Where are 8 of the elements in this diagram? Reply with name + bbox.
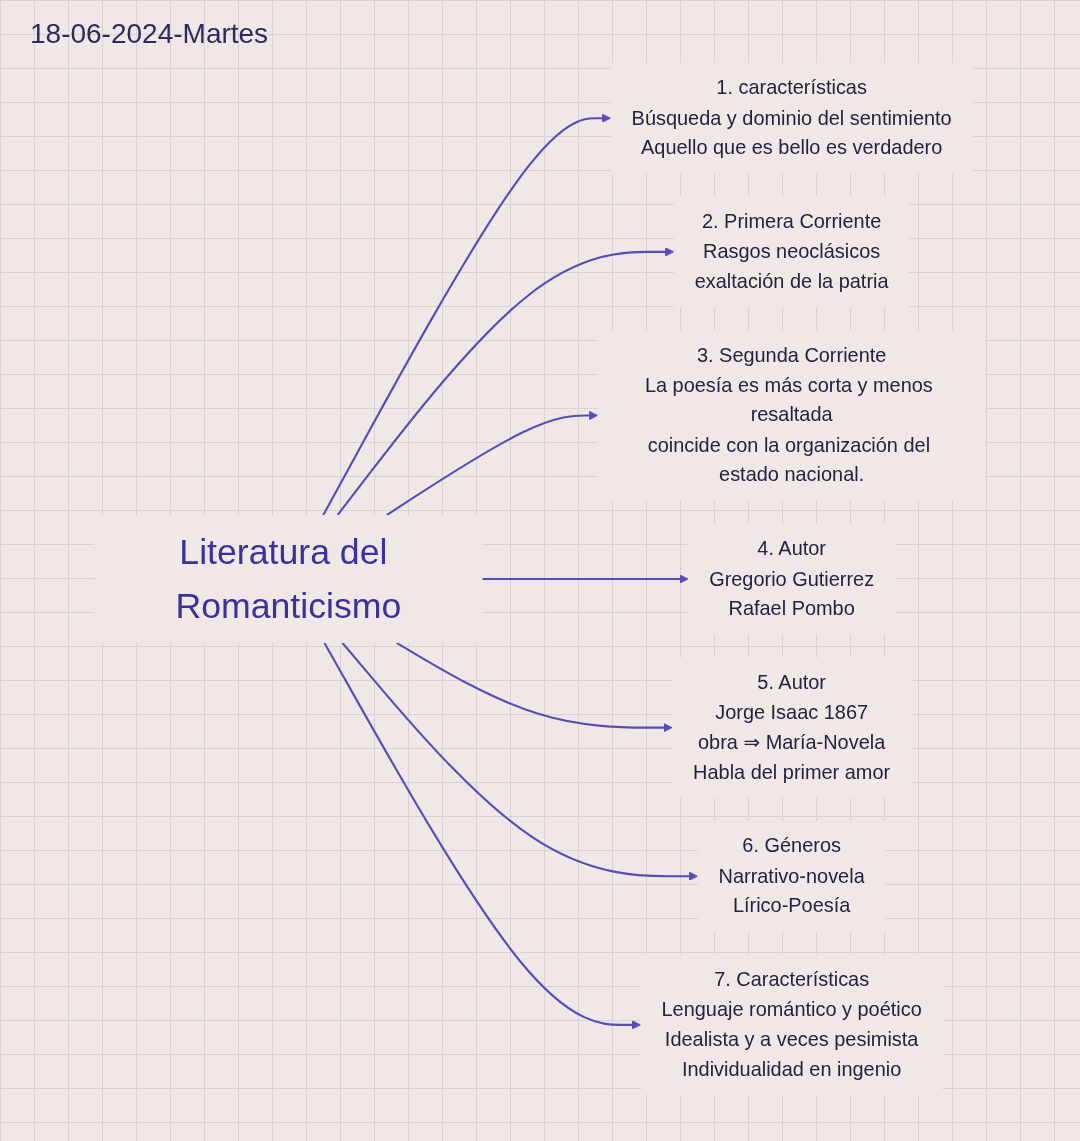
arrow [323,642,641,1030]
arrow [336,247,675,516]
arrow [396,642,673,733]
arrow [482,574,689,584]
arrow [322,113,612,516]
arrow [341,642,698,881]
arrow [386,410,599,516]
date-note: 18-06-2024-Martes [30,18,269,50]
